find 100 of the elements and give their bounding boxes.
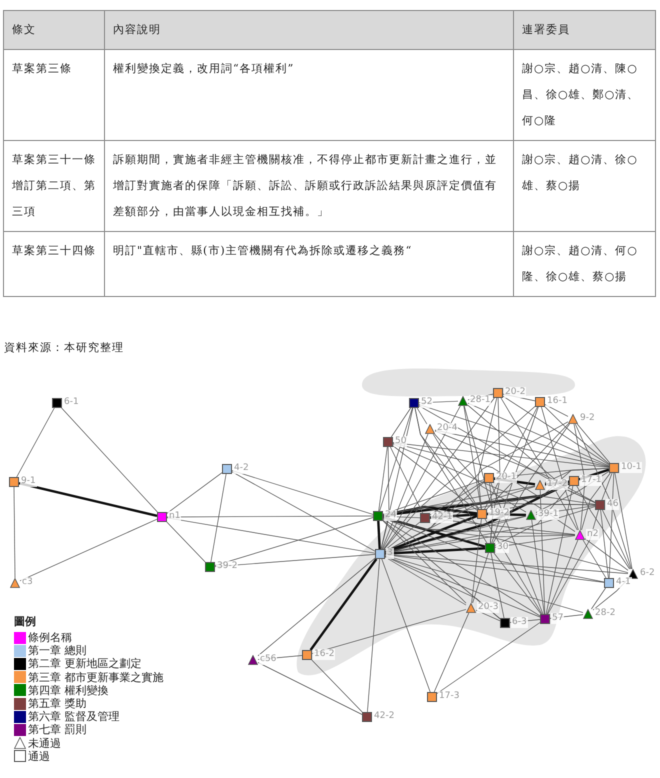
connector-line: [384, 555, 584, 613]
node-label: 24: [384, 510, 398, 521]
connector-line: [16, 408, 55, 478]
connector-line: [574, 424, 632, 570]
connector-line: [418, 405, 596, 504]
node-label: 3: [386, 548, 394, 559]
connector-line: [576, 424, 610, 464]
connector-line: [484, 406, 538, 510]
node-label: 17-1: [580, 475, 602, 486]
legend-label: 第三章 都市更新事業之實施: [28, 670, 164, 684]
connector-line: [544, 404, 568, 417]
connector-line: [384, 556, 466, 606]
square-marker: [595, 500, 605, 510]
square-marker: [375, 549, 385, 559]
connector-line: [258, 662, 362, 715]
connector-line: [382, 516, 486, 548]
connector-line: [547, 510, 599, 614]
connector-line: [576, 486, 630, 570]
square-marker: [222, 464, 232, 474]
node-label: 42-1: [431, 512, 454, 523]
legend-label: 第一章 總則: [28, 643, 86, 658]
connector-line: [478, 398, 498, 510]
node-label: 50: [394, 436, 408, 447]
connector-line: [430, 480, 484, 516]
connector-line: [490, 482, 544, 614]
connector-line: [430, 468, 610, 518]
legend-label: 第四章 權利變換: [28, 682, 108, 698]
connector-line: [384, 554, 604, 583]
connector-line: [541, 406, 579, 530]
node-label: 10-1: [620, 462, 642, 473]
table-cell: 草案第三十一條增訂第二項、第三項: [4, 140, 104, 232]
node-label: 16-2: [313, 649, 336, 660]
connector-line: [382, 406, 461, 550]
connector-line: [166, 516, 374, 518]
connector-line: [384, 554, 628, 574]
legend-label: 通過: [28, 748, 50, 764]
square-marker: [500, 618, 510, 628]
connector-line: [574, 424, 586, 530]
connector-line: [382, 520, 500, 620]
connector-line: [430, 482, 570, 517]
triangle-marker: [583, 609, 593, 619]
square-marker: [157, 512, 167, 522]
square-marker: [52, 398, 62, 408]
connector-line: [434, 430, 610, 468]
connector-line: [608, 472, 614, 578]
table-header-cell: 條文: [4, 10, 104, 50]
node-label: 20-1: [495, 472, 518, 483]
connector-line: [382, 506, 478, 516]
connector-line: [166, 472, 222, 514]
connector-line: [434, 430, 596, 503]
square-marker: [383, 437, 393, 447]
connector-line: [476, 610, 500, 622]
connector-line: [392, 444, 576, 532]
table-header-cell: 連署委員: [514, 10, 656, 50]
source-note: 資料來源：本研究整理: [4, 340, 124, 355]
connector-line: [210, 474, 226, 562]
table-cell: 明訂"直轄市、縣(市)主管機關有代為拆除或遷移之義務“: [104, 232, 514, 296]
connector-line: [166, 517, 376, 554]
connector-line: [614, 472, 632, 570]
connector-line: [384, 514, 478, 554]
connector-line: [232, 470, 374, 515]
connector-line: [531, 520, 545, 614]
connector-line: [472, 552, 489, 604]
connector-line: [312, 609, 466, 654]
connector-line: [544, 480, 570, 486]
triangle-marker: [466, 603, 476, 613]
connector-line: [381, 558, 431, 692]
node-label: 57: [551, 613, 564, 624]
connector-line: [384, 522, 420, 550]
table-cell: 謝○宗、趙○清、何○隆、徐○雄、蔡○揚: [514, 232, 656, 296]
legend-label: 條例名稱: [28, 630, 72, 644]
table-cell: 謝○宗、趙○清、陳○昌、徐○雄、鄭○清、何○隆: [514, 50, 656, 140]
connector-line: [471, 518, 482, 604]
connector-line: [382, 518, 540, 616]
connector-line: [494, 486, 570, 546]
connector-line: [392, 442, 610, 468]
connector-line: [311, 660, 363, 712]
square-marker: [427, 692, 437, 702]
triangle-marker: [575, 530, 585, 540]
connector-line: [378, 446, 388, 512]
table-cell: 草案第三條: [4, 50, 104, 140]
connector-line: [500, 398, 578, 530]
connector-line: [384, 556, 540, 618]
node-label: 30: [496, 542, 510, 553]
square-marker: [9, 477, 19, 487]
triangle-marker: [10, 578, 20, 588]
connector-line: [581, 472, 611, 530]
connector-line: [486, 424, 569, 510]
connector-line: [382, 434, 428, 550]
connector-line: [494, 478, 536, 486]
connector-line: [414, 408, 478, 510]
connector-line: [384, 516, 526, 554]
legend-label: 未通過: [28, 736, 61, 750]
connector-line: [436, 622, 540, 694]
connector-line: [166, 522, 206, 562]
connector-line: [434, 612, 470, 692]
square-marker: [535, 397, 545, 407]
connector-line: [602, 472, 612, 500]
connector-line: [392, 445, 478, 511]
connector-line: [464, 406, 494, 544]
